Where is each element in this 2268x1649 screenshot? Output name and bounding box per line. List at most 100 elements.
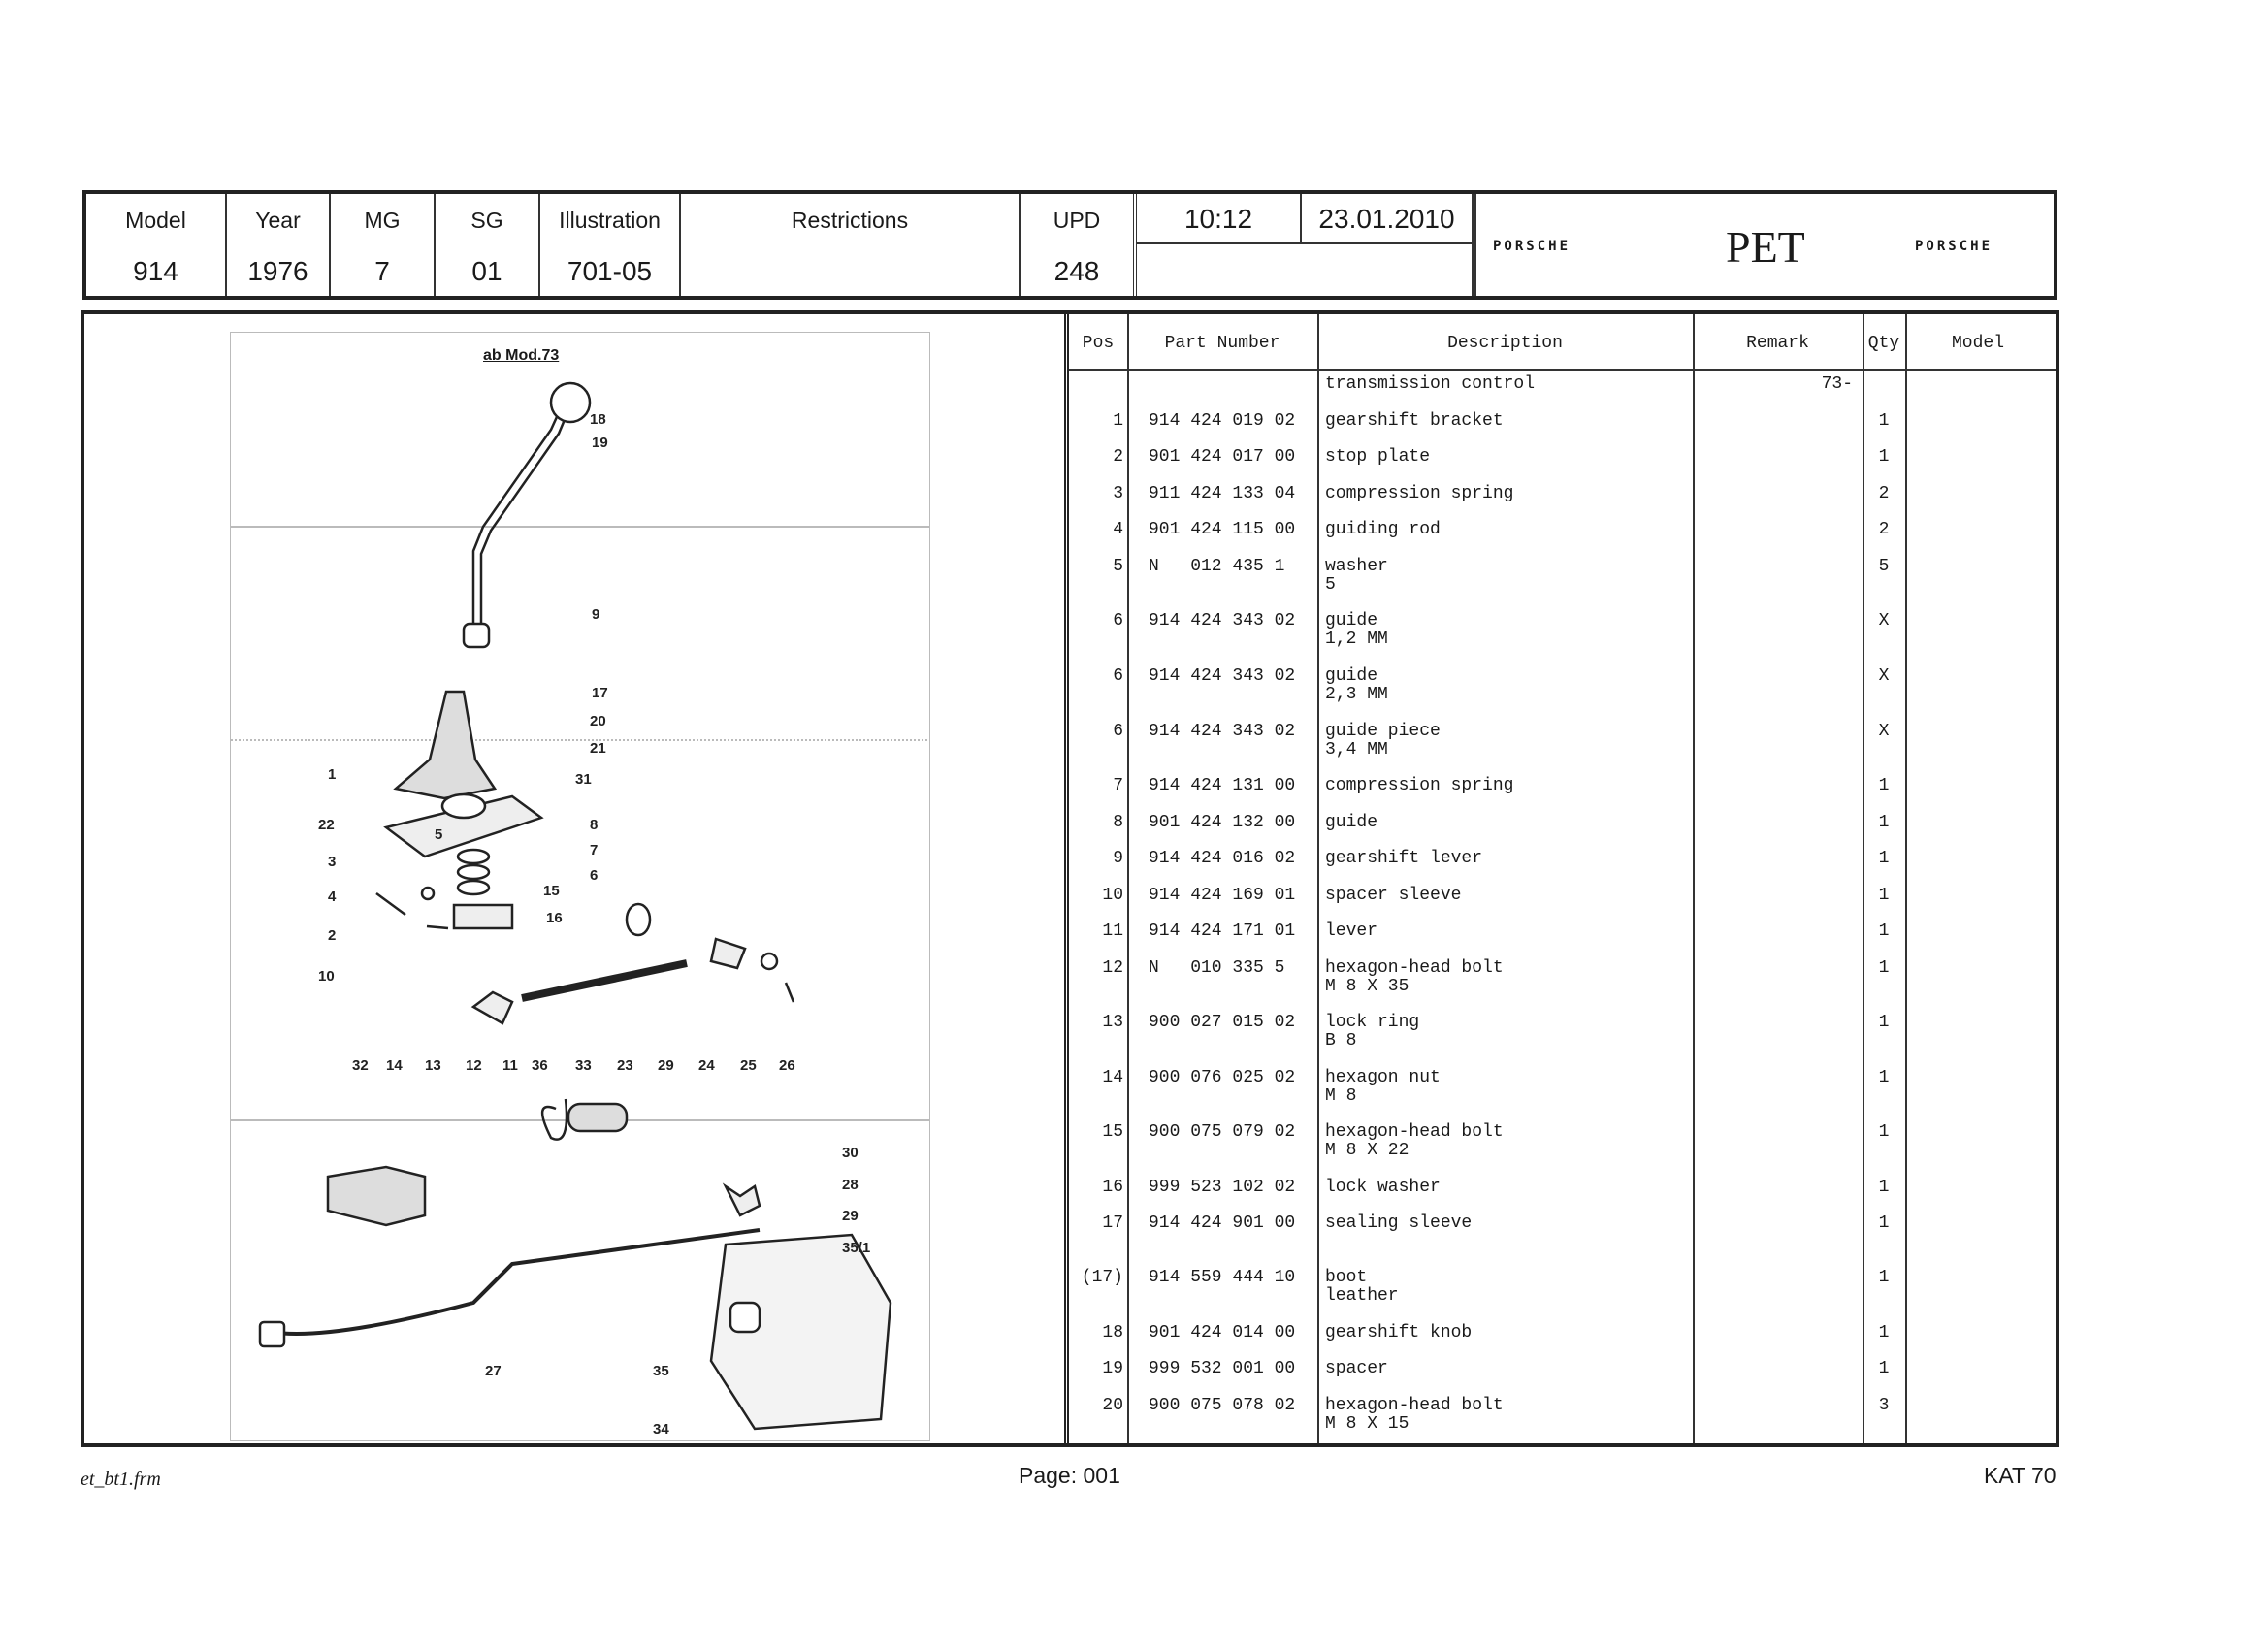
blank-cell — [1137, 244, 1476, 296]
description-detail: 5 — [1325, 575, 1336, 595]
qty-cell: 1 — [1878, 411, 1890, 431]
qty-cell: X — [1878, 611, 1890, 630]
illustration-cell: Illustration 701-05 — [540, 194, 681, 296]
col-divider-desc — [1693, 314, 1695, 1443]
pos-cell: 16 — [1102, 1178, 1123, 1197]
callout-21: 21 — [590, 740, 606, 757]
description-detail: leather — [1325, 1286, 1399, 1306]
qty-cell: X — [1878, 666, 1890, 686]
illustration-caption: ab Mod.73 — [483, 347, 560, 364]
callout-28: 28 — [842, 1177, 859, 1193]
part-number-cell: 900 075 078 02 — [1149, 1396, 1296, 1415]
description-cell: gearshift knob — [1325, 1323, 1473, 1342]
callout-14: 14 — [386, 1057, 403, 1074]
part-number-cell: 900 027 015 02 — [1149, 1013, 1296, 1032]
qty-cell: 2 — [1878, 520, 1890, 539]
header-pos: Pos — [1082, 334, 1115, 353]
description-cell: lock washer — [1325, 1178, 1441, 1197]
restrictions-cell: Restrictions — [681, 194, 1021, 296]
pos-cell: 18 — [1102, 1323, 1123, 1342]
callout-8: 8 — [590, 817, 598, 833]
pos-cell: 13 — [1102, 1013, 1123, 1032]
description-cell: hexagon-head bolt — [1325, 958, 1504, 978]
part-number-cell: 914 424 019 02 — [1149, 411, 1296, 431]
qty-cell: 1 — [1878, 1323, 1890, 1342]
part-number-cell: 914 424 343 02 — [1149, 722, 1296, 741]
part-number-cell: 901 424 115 00 — [1149, 520, 1296, 539]
pos-cell: 14 — [1102, 1068, 1123, 1087]
date-cell: 23.01.2010 — [1302, 194, 1476, 244]
callout-20: 20 — [590, 713, 606, 729]
description-cell: stop plate — [1325, 447, 1431, 467]
callout-31: 31 — [575, 771, 592, 788]
description-detail: M 8 X 22 — [1325, 1141, 1409, 1160]
description-cell: compression spring — [1325, 484, 1514, 503]
sg-cell: SG 01 — [436, 194, 540, 296]
callout-1: 1 — [328, 766, 336, 783]
callout-4: 4 — [328, 889, 337, 905]
mg-cell: MG 7 — [331, 194, 436, 296]
callout-29: 29 — [658, 1057, 674, 1074]
pos-cell: 1 — [1113, 411, 1123, 431]
callout-9: 9 — [592, 606, 599, 623]
pos-cell: 17 — [1102, 1213, 1123, 1233]
table-header-divider — [1069, 369, 2056, 371]
upd-cell: UPD 248 — [1021, 194, 1137, 296]
qty-cell: 1 — [1878, 1213, 1890, 1233]
col-divider-qty — [1905, 314, 1907, 1443]
part-number-cell: 914 424 343 02 — [1149, 666, 1296, 686]
description-cell: lever — [1325, 922, 1378, 941]
qty-cell: 1 — [1878, 1359, 1890, 1378]
callout-25: 25 — [740, 1057, 757, 1074]
part-number-cell: 901 424 017 00 — [1149, 447, 1296, 467]
description-cell: guide — [1325, 611, 1378, 630]
illustration-label: Illustration — [559, 208, 661, 233]
upd-value: 248 — [1053, 256, 1100, 286]
pos-cell: 2 — [1113, 447, 1123, 467]
pos-cell: 19 — [1102, 1359, 1123, 1378]
callout-19: 19 — [592, 435, 608, 451]
description-cell: lock ring — [1325, 1013, 1420, 1032]
model-label: Model — [125, 208, 186, 233]
exploded-diagram-svg: 18 19 9 17 20 21 1 31 22 8 5 7 3 6 4 15 … — [231, 381, 929, 1438]
part-number-cell: 914 424 343 02 — [1149, 611, 1296, 630]
time-cell: 10:12 — [1137, 194, 1302, 244]
part-number-cell: 999 532 001 00 — [1149, 1359, 1296, 1378]
callout-2: 2 — [328, 927, 336, 944]
year-cell: Year 1976 — [227, 194, 331, 296]
exploded-illustration: ab Mod.73 — [230, 332, 930, 1441]
qty-cell: 1 — [1878, 1068, 1890, 1087]
callout-23: 23 — [617, 1057, 633, 1074]
callout-33: 33 — [575, 1057, 592, 1074]
qty-cell: 3 — [1878, 1396, 1890, 1415]
callout-30: 30 — [842, 1145, 859, 1161]
description-cell: washer — [1325, 557, 1388, 576]
pos-cell: 8 — [1113, 813, 1123, 832]
part-number-cell: 914 424 131 00 — [1149, 776, 1296, 795]
part-number-cell: 901 424 132 00 — [1149, 813, 1296, 832]
part-number-cell: 900 076 025 02 — [1149, 1068, 1296, 1087]
qty-cell: 1 — [1878, 776, 1890, 795]
description-cell: guide piece — [1325, 722, 1441, 741]
qty-cell: 1 — [1878, 958, 1890, 978]
qty-cell: X — [1878, 722, 1890, 741]
callout-13: 13 — [425, 1057, 441, 1074]
callout-22: 22 — [318, 817, 335, 833]
qty-cell: 1 — [1878, 447, 1890, 467]
part-number-cell: 914 424 169 01 — [1149, 886, 1296, 905]
header-qty: Qty — [1867, 334, 1900, 353]
qty-cell: 1 — [1878, 922, 1890, 941]
main-frame: ab Mod.73 — [81, 310, 2059, 1447]
parts-table: Pos Part Number Description Remark Qty M… — [1064, 314, 2056, 1443]
description-detail: 1,2 MM — [1325, 630, 1388, 649]
callout-5: 5 — [435, 826, 442, 843]
callout-26: 26 — [779, 1057, 795, 1074]
qty-cell: 1 — [1878, 813, 1890, 832]
col-divider-pos — [1127, 314, 1129, 1443]
callout-27: 27 — [485, 1363, 502, 1379]
porsche-logo-right: PORSCHE — [1915, 239, 1993, 254]
description-cell: gearshift lever — [1325, 849, 1483, 868]
part-number-cell: 999 523 102 02 — [1149, 1178, 1296, 1197]
pos-cell: 9 — [1113, 849, 1123, 868]
description-cell: hexagon-head bolt — [1325, 1122, 1504, 1142]
